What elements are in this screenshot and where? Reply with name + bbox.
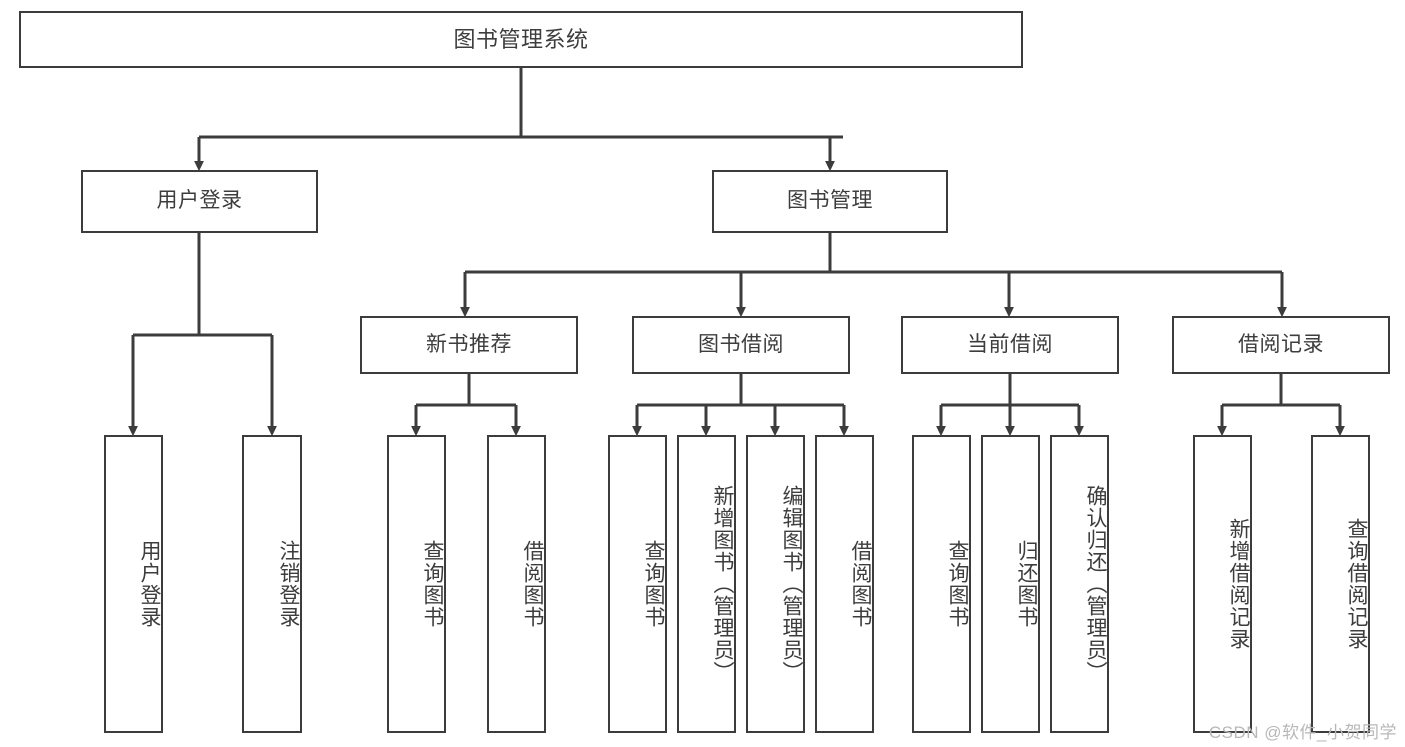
node-leaf-borrow-book[interactable]: 借阅图书 — [815, 435, 874, 733]
node-label: 归还图书 — [1015, 540, 1038, 628]
node-leaf-query-book-recommend[interactable]: 查询图书 — [387, 435, 446, 733]
node-leaf-borrow-book-recommend[interactable]: 借阅图书 — [487, 435, 546, 733]
node-leaf-edit-book-admin[interactable]: 编辑图书（管理员） — [746, 435, 805, 733]
node-label: 查询图书 — [642, 540, 665, 628]
node-user-login[interactable]: 用户登录 — [81, 170, 318, 233]
node-leaf-return-book[interactable]: 归还图书 — [981, 435, 1040, 733]
node-new-book-recommend[interactable]: 新书推荐 — [360, 316, 578, 374]
node-borrow-record[interactable]: 借阅记录 — [1172, 316, 1390, 374]
node-label: 新增借阅记录 — [1227, 518, 1250, 650]
node-label: 编辑图书（管理员） — [780, 485, 803, 683]
node-label: 图书管理系统 — [453, 26, 589, 52]
node-label: 用户登录 — [138, 540, 161, 628]
node-label: 查询借阅记录 — [1345, 518, 1368, 650]
node-leaf-user-login[interactable]: 用户登录 — [104, 435, 163, 733]
node-book-borrow[interactable]: 图书借阅 — [632, 316, 850, 374]
node-label: 图书管理 — [787, 189, 873, 213]
node-leaf-add-book-admin[interactable]: 新增图书（管理员） — [677, 435, 736, 733]
node-label: 用户登录 — [156, 189, 243, 213]
node-label: 查询图书 — [421, 540, 444, 628]
node-label: 确认归还（管理员） — [1084, 485, 1107, 683]
node-label: 当前借阅 — [967, 332, 1053, 356]
node-current-borrow[interactable]: 当前借阅 — [901, 316, 1119, 374]
node-label: 借阅图书 — [849, 540, 872, 628]
node-label: 新增图书（管理员） — [711, 485, 734, 683]
node-label: 新书推荐 — [426, 332, 512, 356]
node-leaf-add-borrow-record[interactable]: 新增借阅记录 — [1193, 435, 1252, 733]
node-label: 图书借阅 — [698, 332, 784, 356]
node-book-manage[interactable]: 图书管理 — [712, 170, 948, 233]
watermark-text: CSDN @软件_小贺同学 — [1208, 723, 1397, 742]
node-leaf-query-book-current[interactable]: 查询图书 — [912, 435, 971, 733]
node-label: 借阅图书 — [521, 540, 544, 628]
node-leaf-query-book-borrow[interactable]: 查询图书 — [608, 435, 667, 733]
node-root-book-management-system[interactable]: 图书管理系统 — [19, 11, 1023, 68]
node-leaf-confirm-return-admin[interactable]: 确认归还（管理员） — [1050, 435, 1109, 733]
node-label: 查询图书 — [946, 540, 969, 628]
node-leaf-user-logout[interactable]: 注销登录 — [242, 435, 302, 733]
node-leaf-query-borrow-record[interactable]: 查询借阅记录 — [1311, 435, 1370, 733]
node-label: 借阅记录 — [1238, 332, 1324, 356]
node-label: 注销登录 — [277, 540, 300, 628]
